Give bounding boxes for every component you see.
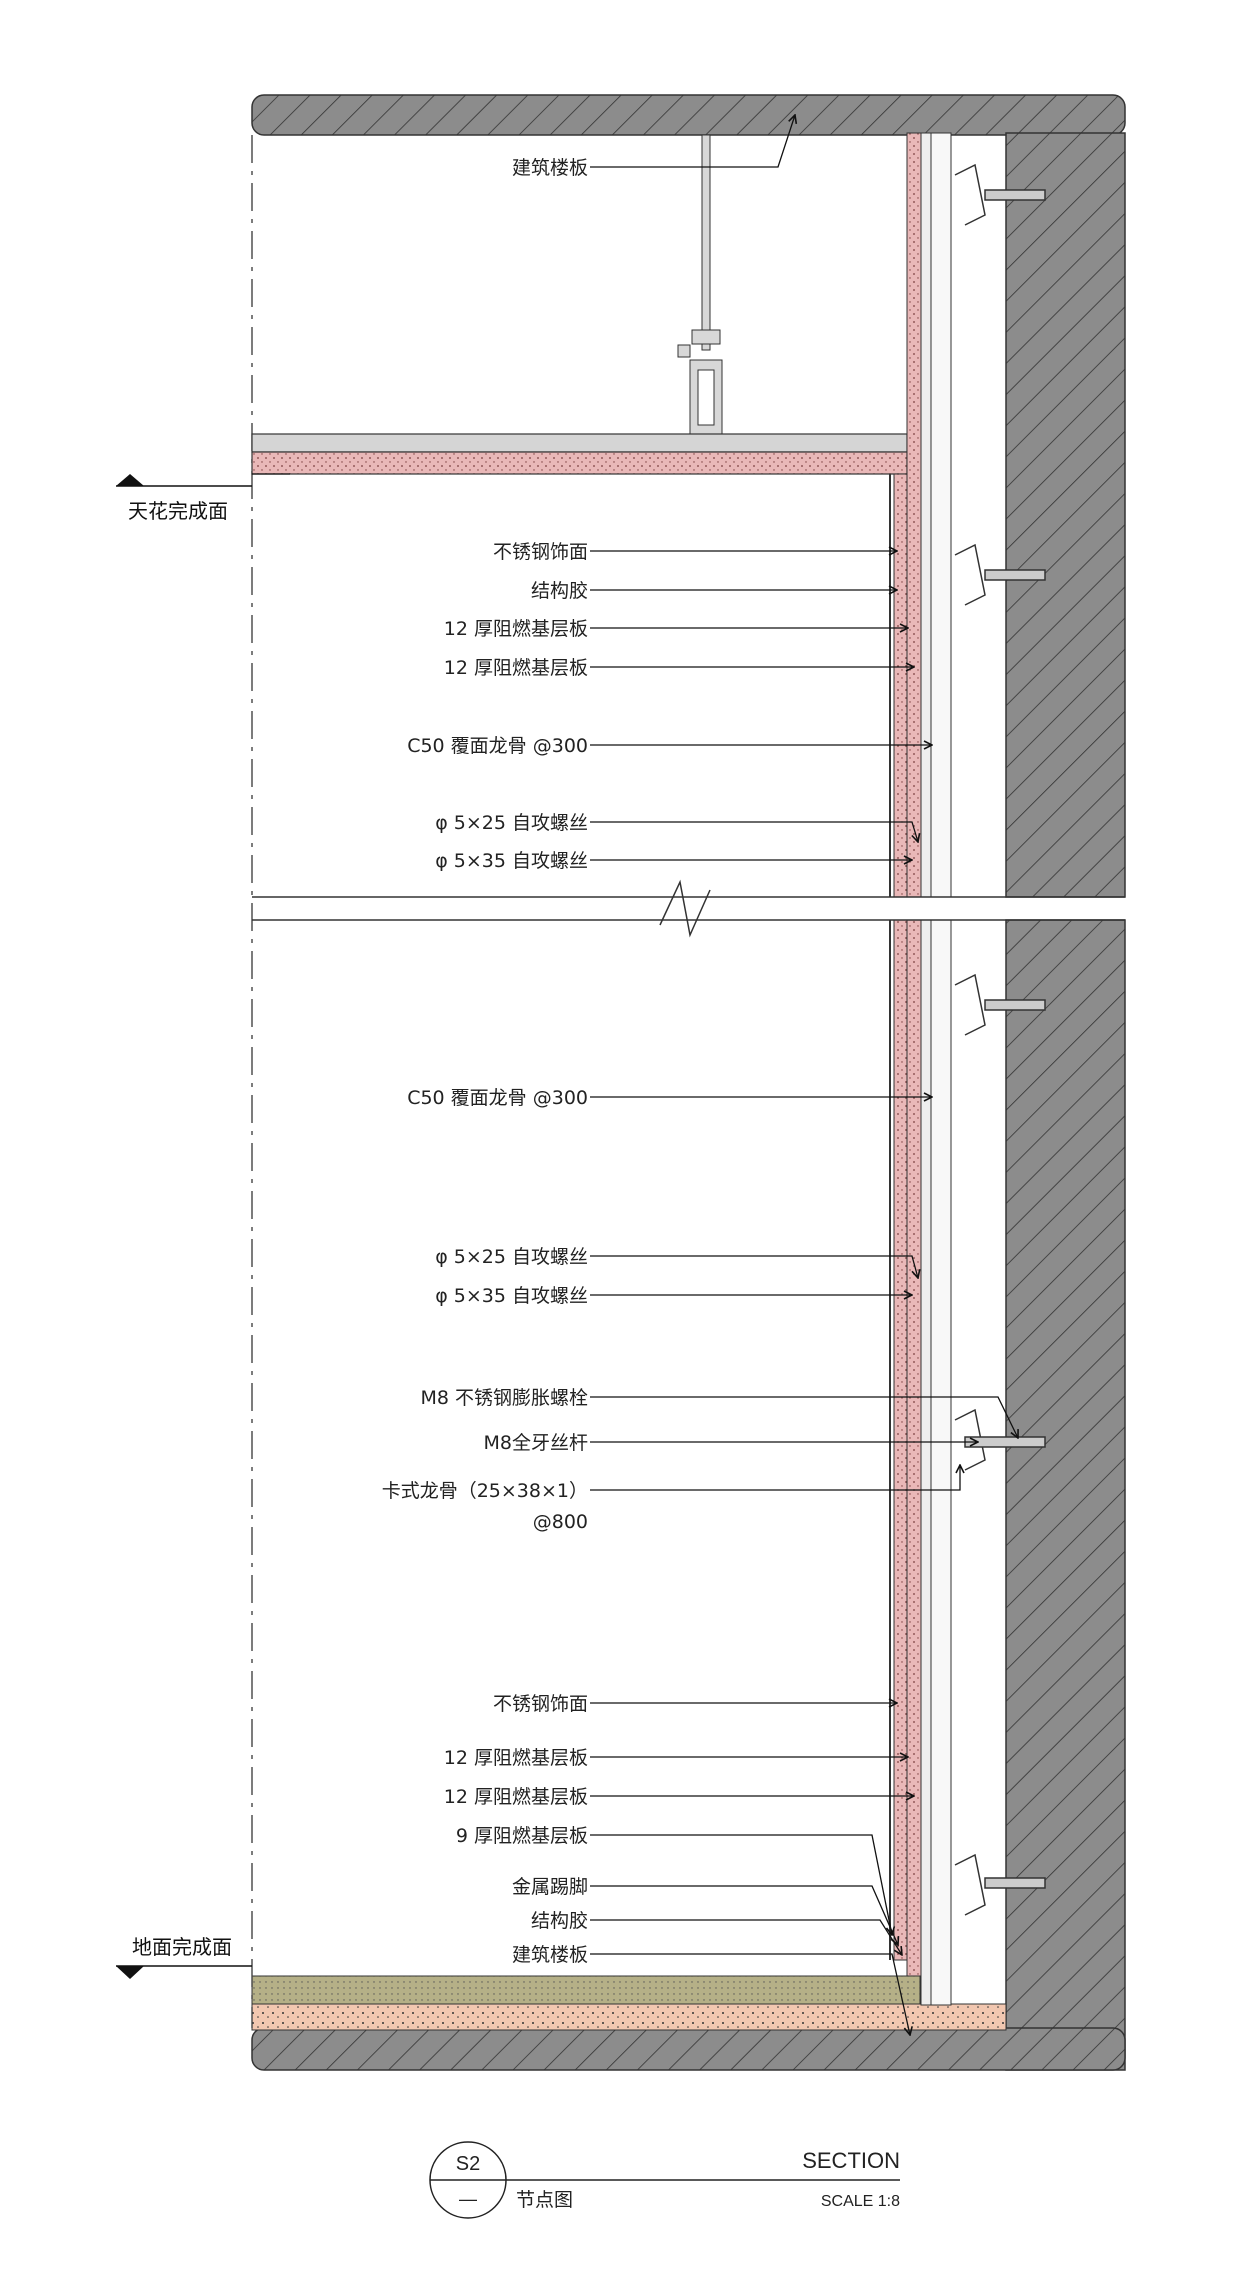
label-card-keel: 卡式龙骨（25×38×1） xyxy=(382,1480,588,1502)
cladding-upper xyxy=(889,132,952,898)
label-base-board-2: 12 厚阻燃基层板 xyxy=(444,657,588,679)
section-title: SECTION xyxy=(802,2148,900,2173)
floor-level-label: 地面完成面 xyxy=(132,1935,232,1959)
bottom-slab xyxy=(251,2027,1126,2071)
ceiling-level-marker xyxy=(116,473,290,487)
wall-lower xyxy=(1005,919,1126,2071)
label-structural-glue-1: 结构胶 xyxy=(531,580,588,602)
ceiling-hanger xyxy=(677,134,723,436)
label-m8-threaded-rod: M8全牙丝杆 xyxy=(484,1432,588,1454)
floor-level-marker xyxy=(116,1965,252,1979)
ceiling-channel xyxy=(251,433,908,453)
floor-finish xyxy=(251,1975,921,2005)
break-line xyxy=(252,879,1125,938)
section-symbol xyxy=(429,2141,900,2219)
wall-upper xyxy=(1005,132,1126,898)
label-stainless-finish-1: 不锈钢饰面 xyxy=(493,541,588,563)
label-c50-keel-1: C50 覆面龙骨 @300 xyxy=(407,735,588,757)
wall-brackets xyxy=(954,163,1046,1916)
cladding-lower xyxy=(889,919,952,2006)
label-m8-expansion-bolt: M8 不锈钢膨胀螺栓 xyxy=(420,1387,588,1409)
section-subtitle: 节点图 xyxy=(516,2189,573,2211)
label-screw-5x25-1: φ 5×25 自攻螺丝 xyxy=(435,812,588,834)
label-stainless-finish-2: 不锈钢饰面 xyxy=(493,1693,588,1715)
label-structural-glue-2: 结构胶 xyxy=(531,1910,588,1932)
top-slab xyxy=(251,94,1126,136)
label-screw-5x25-2: φ 5×25 自攻螺丝 xyxy=(435,1246,588,1268)
label-screw-5x35-1: φ 5×35 自攻螺丝 xyxy=(435,850,588,872)
label-base-board-1: 12 厚阻燃基层板 xyxy=(444,618,588,640)
label-base-board-9: 9 厚阻燃基层板 xyxy=(456,1825,588,1847)
leaders-lower xyxy=(590,1097,1018,2035)
section-scale: SCALE 1:8 xyxy=(821,2193,900,2210)
label-metal-skirting: 金属踢脚 xyxy=(512,1876,588,1898)
section-symbol-top: S2 xyxy=(456,2153,480,2175)
leaders-upper xyxy=(590,115,932,860)
label-building-slab-bottom: 建筑楼板 xyxy=(512,1944,588,1966)
ceiling-level-label: 天花完成面 xyxy=(128,499,228,523)
label-card-keel-spacing: @800 xyxy=(533,1511,588,1533)
label-building-slab-top: 建筑楼板 xyxy=(512,157,588,179)
section-symbol-bottom: — xyxy=(459,2189,477,2209)
label-base-board-3: 12 厚阻燃基层板 xyxy=(444,1747,588,1769)
label-base-board-4: 12 厚阻燃基层板 xyxy=(444,1786,588,1808)
floor-screed xyxy=(251,2003,1007,2031)
label-c50-keel-2: C50 覆面龙骨 @300 xyxy=(407,1087,588,1109)
ceiling-board xyxy=(251,451,908,475)
label-screw-5x35-2: φ 5×35 自攻螺丝 xyxy=(435,1285,588,1307)
